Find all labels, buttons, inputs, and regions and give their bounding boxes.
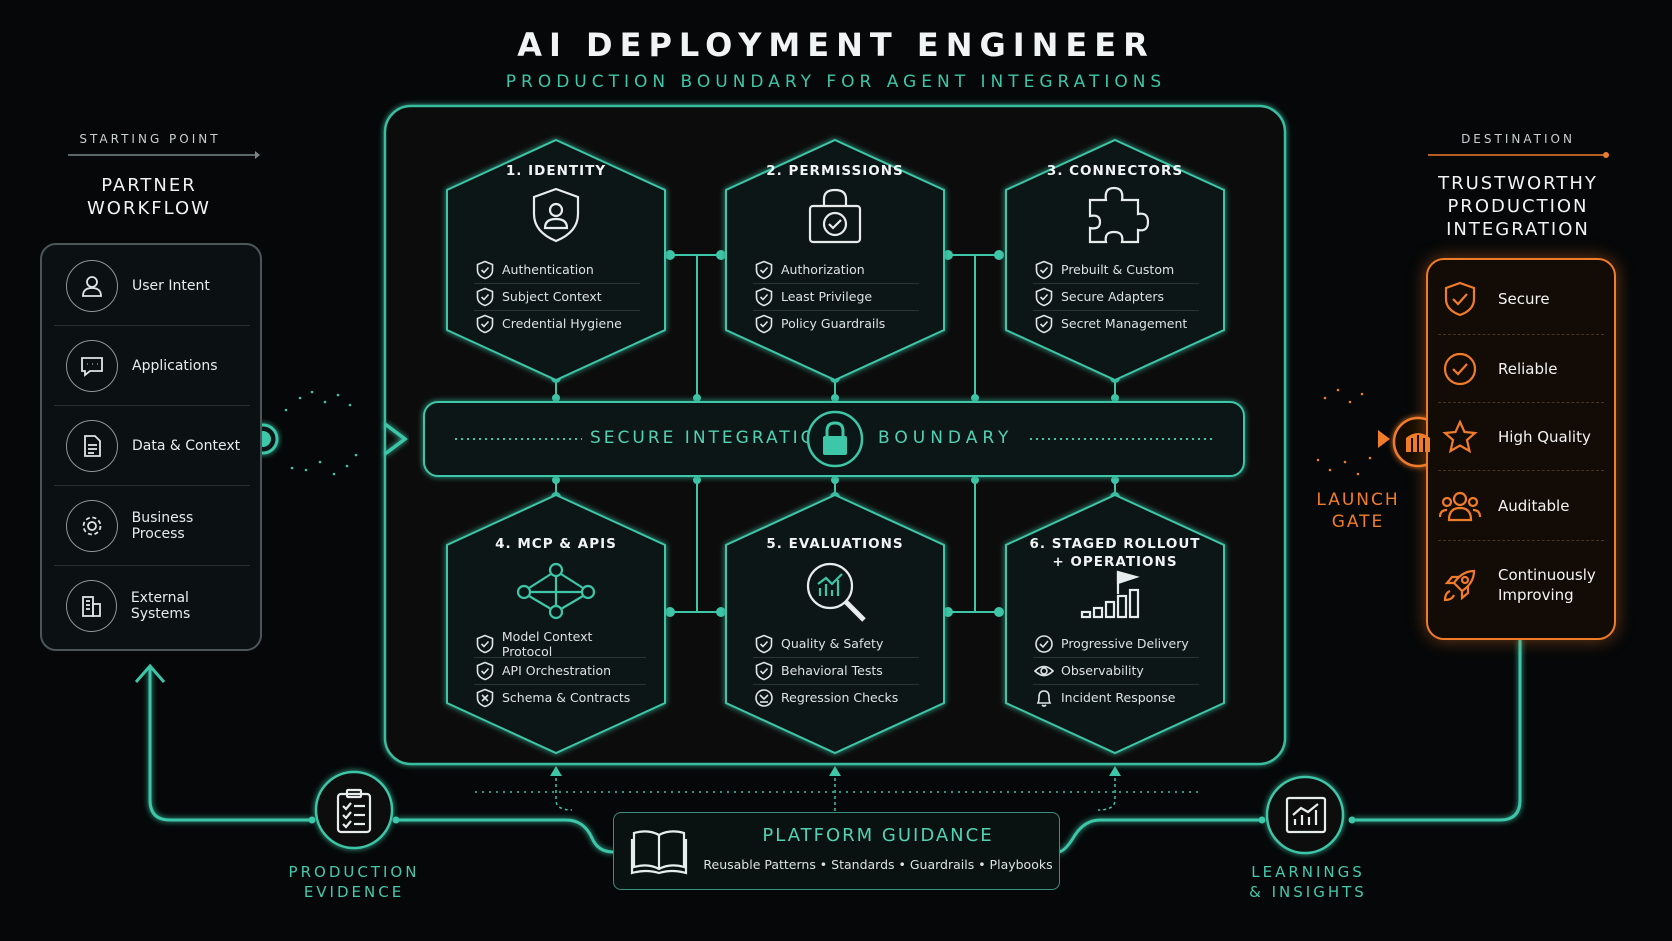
shield-check-icon — [1033, 314, 1055, 334]
lock-check-icon — [806, 186, 864, 250]
shield-x-icon — [474, 688, 496, 708]
list-item: Prebuilt & Custom — [1033, 256, 1199, 284]
list-item: Secret Management — [1033, 310, 1199, 337]
chat-bubble-icon — [66, 340, 118, 392]
destination-item-secure: Secure — [1438, 264, 1604, 335]
destination-item-high-quality: High Quality — [1438, 404, 1604, 471]
check-circle-icon — [1033, 634, 1055, 654]
shield-user-icon — [530, 186, 582, 248]
list-item: Model Context Protocol — [474, 629, 646, 659]
hex-evaluations-title: 5. EVALUATIONS — [766, 536, 904, 552]
magnifier-chart-icon — [804, 560, 870, 628]
list-item: Progressive Delivery — [1033, 630, 1199, 658]
list-item: Authorization — [753, 256, 919, 284]
star-icon — [1438, 419, 1482, 455]
starting-point-caption: STARTING POINT — [79, 132, 221, 146]
hex-connectors-title: 3. CONNECTORS — [1046, 163, 1184, 179]
puzzle-icon — [1084, 184, 1150, 250]
analytics-chart-icon — [1284, 795, 1328, 839]
list-item: Schema & Contracts — [474, 684, 646, 711]
destination-item-reliable: Reliable — [1438, 336, 1604, 403]
workflow-item-external-systems: External Systems — [54, 567, 250, 645]
list-item: Secure Adapters — [1033, 283, 1199, 311]
shield-check-icon — [753, 260, 775, 280]
platform-guidance-box: PLATFORM GUIDANCE Reusable Patterns • St… — [613, 812, 1060, 890]
hex-identity-title: 1. IDENTITY — [505, 163, 607, 179]
list-item: Subject Context — [474, 283, 640, 311]
shield-check-icon — [474, 287, 496, 307]
list-item: Credential Hygiene — [474, 310, 640, 337]
shield-check-icon — [474, 661, 496, 681]
shield-check-icon — [474, 634, 496, 654]
clipboard-checklist-icon — [334, 788, 374, 838]
hex-staged-rollout-title: 6. STAGED ROLLOUT+ OPERATIONS — [1029, 536, 1201, 570]
users-icon — [1438, 489, 1482, 523]
workflow-item-data-context: Data & Context — [54, 407, 250, 486]
list-item: Authentication — [474, 256, 640, 284]
eye-icon — [1033, 661, 1055, 681]
workflow-item-applications: Applications — [54, 327, 250, 406]
user-icon — [66, 260, 118, 312]
learnings-insights-label: LEARNINGS& INSIGHTS — [1249, 863, 1367, 901]
page-subtitle: PRODUCTION BOUNDARY FOR AGENT INTEGRATIO… — [505, 72, 1167, 92]
hex-mcp-apis-title: 4. MCP & APIS — [495, 536, 617, 552]
page-title: AI DEPLOYMENT ENGINEER — [517, 26, 1155, 64]
shield-check-icon — [1033, 260, 1055, 280]
boundary-right-label: BOUNDARY — [878, 428, 1014, 448]
gear-icon — [66, 500, 118, 552]
list-item: API Orchestration — [474, 657, 646, 685]
shield-check-icon — [753, 661, 775, 681]
destination-item-auditable: Auditable — [1438, 472, 1604, 541]
list-item: Policy Guardrails — [753, 310, 919, 337]
list-item: Regression Checks — [753, 684, 919, 711]
shield-check-icon — [1438, 280, 1482, 318]
shield-check-icon — [474, 314, 496, 334]
building-icon — [66, 580, 117, 632]
document-icon — [66, 420, 118, 472]
shield-check-icon — [753, 634, 775, 654]
list-item: Incident Response — [1033, 684, 1199, 711]
boundary-left-label: SECURE INTEGRATION — [590, 428, 833, 448]
shield-check-icon — [474, 260, 496, 280]
rocket-icon — [1438, 565, 1482, 605]
list-item: Behavioral Tests — [753, 657, 919, 685]
partner-workflow-panel: User Intent Applications Data & Context … — [40, 243, 262, 651]
flag-steps-icon — [1078, 568, 1150, 624]
bell-icon — [1033, 688, 1055, 708]
network-graph-icon — [515, 562, 597, 624]
shield-check-icon — [1033, 287, 1055, 307]
shield-check-icon — [753, 287, 775, 307]
platform-guidance-subtitle: Reusable Patterns • Standards • Guardrai… — [703, 857, 1053, 872]
book-icon — [630, 827, 688, 879]
workflow-item-business-process: Business Process — [54, 487, 250, 566]
destination-caption: DESTINATION — [1461, 132, 1575, 146]
workflow-item-user-intent: User Intent — [54, 247, 250, 326]
list-item: Quality & Safety — [753, 630, 919, 658]
regression-icon — [753, 688, 775, 708]
platform-guidance-title: PLATFORM GUIDANCE — [762, 825, 994, 846]
check-circle-icon — [1438, 351, 1482, 387]
hex-permissions-title: 2. PERMISSIONS — [766, 163, 904, 179]
lock-icon — [805, 409, 865, 469]
gate-icon — [1402, 426, 1434, 462]
list-item: Observability — [1033, 657, 1199, 685]
shield-check-icon — [753, 314, 775, 334]
list-item: Least Privilege — [753, 283, 919, 311]
destination-panel: Secure Reliable High Quality Auditable C… — [1426, 258, 1616, 640]
